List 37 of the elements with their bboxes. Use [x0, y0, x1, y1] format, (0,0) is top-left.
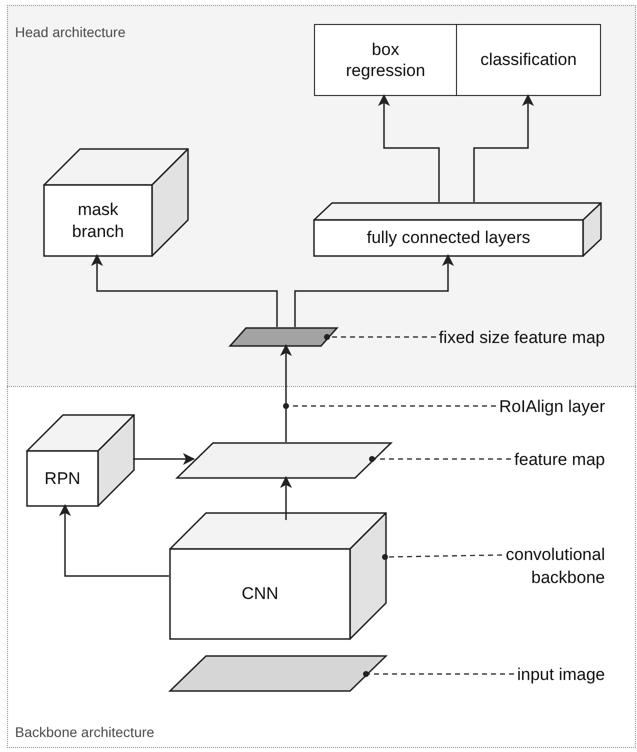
callout-text: convolutional backbone	[503, 544, 605, 590]
callout-text: feature map	[512, 449, 605, 471]
arrow	[378, 94, 440, 202]
arrow	[91, 254, 278, 327]
leader-line	[324, 334, 436, 340]
block-label: fully connected layers	[366, 227, 530, 249]
leader-line	[283, 403, 496, 409]
layer-block	[27, 416, 134, 506]
arrow	[59, 504, 169, 577]
layer-block	[170, 514, 386, 639]
arrow	[294, 254, 454, 327]
leader-line	[382, 554, 502, 560]
block-label: mask branch	[71, 199, 125, 242]
layer-block	[314, 203, 601, 256]
block-label: classification	[480, 49, 577, 71]
callout-text: input image	[515, 664, 605, 686]
section-title: Head architecture	[15, 23, 126, 42]
section-title: Backbone architecture	[15, 723, 154, 742]
callout-text: fixed size feature map	[437, 327, 605, 349]
leader-line	[363, 671, 514, 677]
arrow	[473, 94, 534, 202]
leader-line	[369, 456, 511, 462]
feature-map-plane	[177, 443, 391, 478]
output-box	[457, 24, 601, 96]
arrow	[280, 476, 292, 520]
arrow	[280, 344, 292, 442]
output-box	[314, 24, 457, 96]
arrow	[133, 453, 195, 465]
feature-map-plane	[230, 328, 337, 346]
section-area	[7, 386, 636, 748]
feature-map-plane	[170, 656, 386, 691]
block-label: RPN	[44, 468, 80, 490]
block-label: box regression	[344, 38, 426, 82]
section-area	[7, 5, 636, 386]
callout-text: RoIAlign layer	[497, 396, 605, 418]
layer-block	[44, 149, 188, 256]
block-label: CNN	[242, 583, 278, 605]
